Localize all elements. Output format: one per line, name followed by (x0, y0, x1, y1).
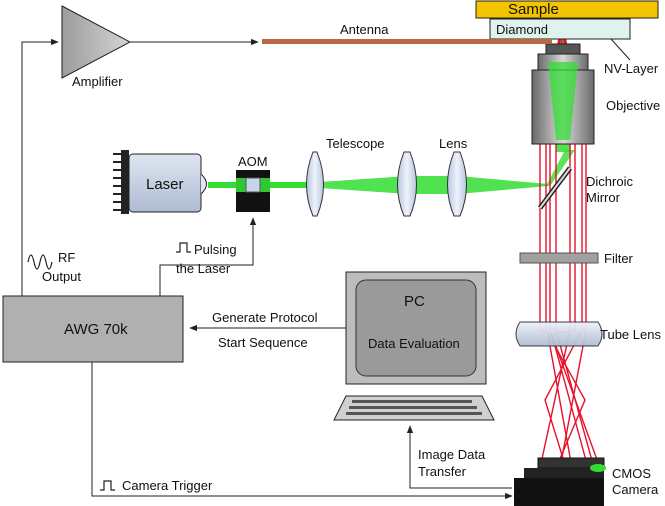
tube-lens-label: Tube Lens (600, 327, 661, 342)
generate-label-2: Start Sequence (218, 335, 308, 350)
diamond-block (489, 18, 631, 40)
rf-label-2: Output (42, 269, 81, 284)
generate-label-1: Generate Protocol (212, 310, 318, 325)
filter: Filter (519, 251, 634, 266)
lens-label: Lens (439, 136, 468, 151)
pulsing-label-2: the Laser (176, 261, 231, 276)
pulsing-label-1: Pulsing (194, 242, 237, 257)
dichroic-mirror: Dichroic Mirror (538, 166, 633, 210)
aom-label: AOM (238, 154, 268, 169)
laser-source: Laser (113, 150, 207, 214)
sample-block (475, 0, 659, 19)
focus-lens: Lens (439, 136, 468, 217)
awg-label: AWG 70k (64, 321, 128, 338)
telescope: Telescope (306, 136, 417, 217)
image-transfer-arrow: Image Data Transfer (406, 425, 512, 489)
rf-output: RF Output (27, 250, 81, 284)
cmos-camera: CMOS Camera (514, 457, 659, 506)
camera-trigger-label: Camera Trigger (122, 478, 213, 493)
antenna: Antenna (262, 22, 552, 44)
amplifier: Amplifier (21, 5, 259, 296)
antenna-label: Antenna (340, 22, 389, 37)
image-label-1: Image Data (418, 447, 486, 462)
rf-label-1: RF (58, 250, 75, 265)
amplifier-label: Amplifier (72, 74, 123, 89)
generate-protocol-arrow: Generate Protocol Start Sequence (189, 310, 346, 350)
tube-lens: Tube Lens (515, 321, 661, 347)
awg-box: AWG 70k (2, 295, 184, 363)
dichroic-label-2: Mirror (586, 190, 621, 205)
camera-trigger-arrow: Camera Trigger (91, 362, 513, 500)
objective-lens: Objective (531, 43, 660, 145)
filter-label: Filter (604, 251, 634, 266)
laser-label: Laser (146, 176, 184, 193)
aom: AOM (236, 154, 270, 212)
objective-label: Objective (606, 98, 660, 113)
telescope-label: Telescope (326, 136, 385, 151)
nv-layer-label: NV-Layer (604, 61, 659, 76)
cmos-label-2: Camera (612, 482, 659, 497)
pc-label: PC (404, 293, 425, 310)
cmos-label-1: CMOS (612, 466, 651, 481)
sample-stage: Sample Diamond NV-Layer (475, 0, 659, 76)
image-label-2: Transfer (418, 464, 467, 479)
keyboard (333, 395, 495, 421)
pulsing-path: Pulsing the Laser (159, 217, 257, 296)
dichroic-label-1: Dichroic (586, 174, 633, 189)
sample-label: Sample (508, 1, 559, 18)
diamond-label: Diamond (496, 22, 548, 37)
pc-monitor: PC Data Evaluation (345, 271, 487, 385)
pc-eval-label: Data Evaluation (368, 336, 460, 351)
